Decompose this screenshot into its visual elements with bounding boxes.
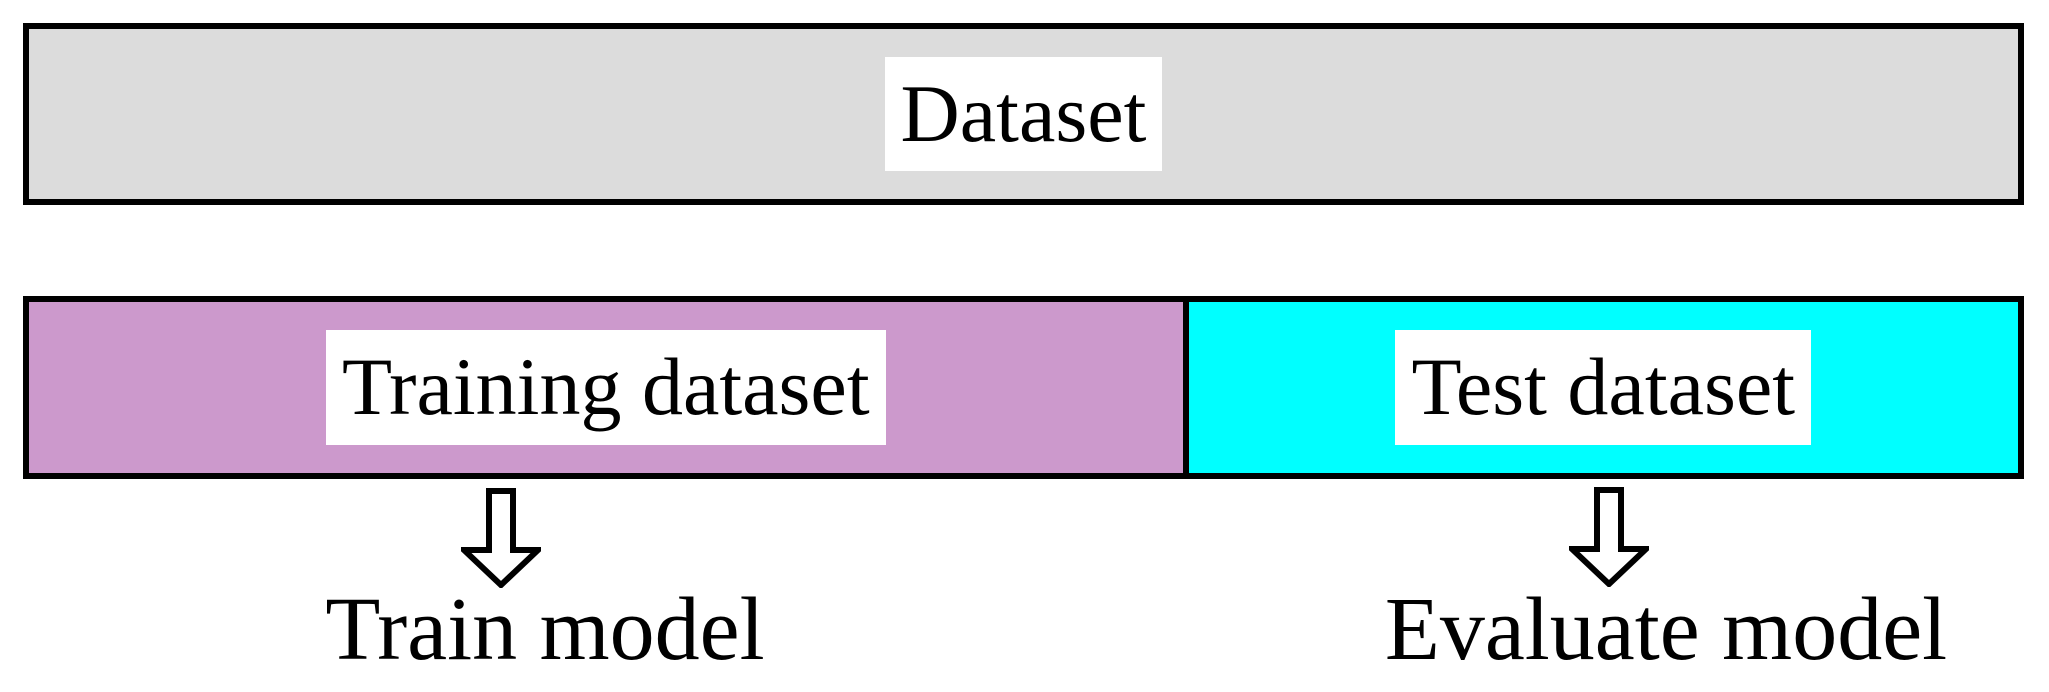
test-segment: Test dataset [1188, 302, 2018, 473]
down-arrow-icon [1569, 487, 1649, 587]
evaluate-model-label: Evaluate model [1384, 580, 1948, 679]
train-model-label: Train model [325, 580, 765, 679]
training-segment: Training dataset [29, 302, 1189, 473]
dataset-label: Dataset [884, 56, 1163, 172]
dataset-bar: Dataset [23, 23, 2024, 205]
down-arrow-icon [461, 488, 541, 588]
test-dataset-label: Test dataset [1395, 330, 1812, 445]
training-dataset-label: Training dataset [325, 330, 886, 445]
split-bar: Training dataset Test dataset [23, 296, 2024, 479]
